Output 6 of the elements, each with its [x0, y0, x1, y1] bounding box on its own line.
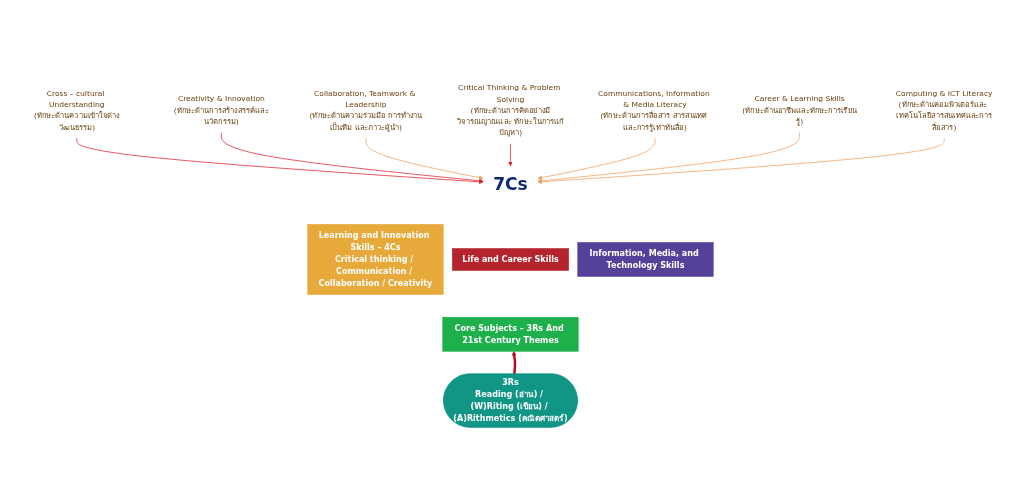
- node-text: 7Cs: [493, 173, 528, 194]
- node-box: Life and Career Skills: [452, 248, 569, 271]
- arrow: [512, 351, 517, 375]
- node-box: Core Subjects – 3Rs And 21st Century Themes: [442, 316, 579, 352]
- node-box: Learning and Innovation Skills – 4Cs Critical thinking / Communication / Collaboration / Creativity: [307, 224, 444, 295]
- node-box: Information, Media, and Technology Skills: [577, 242, 714, 277]
